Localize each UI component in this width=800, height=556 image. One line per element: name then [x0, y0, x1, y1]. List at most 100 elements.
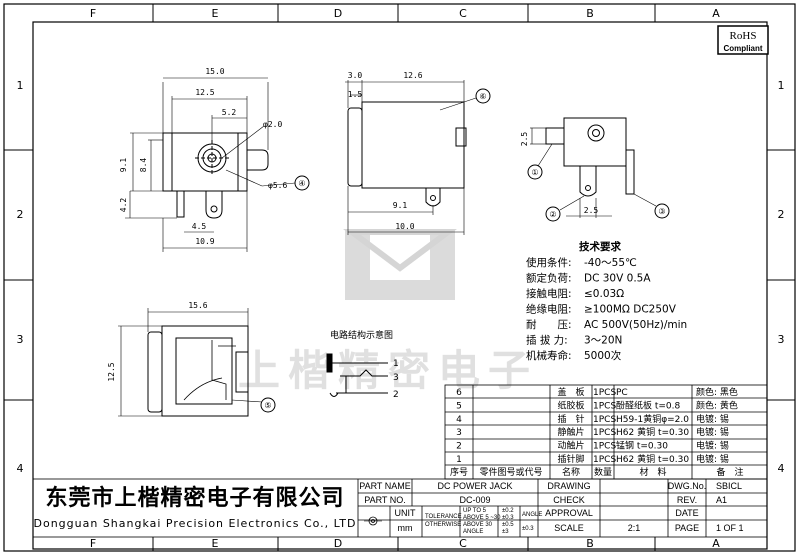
zone-col-d: D: [334, 7, 342, 20]
dim-front-hole-height: 8.4: [139, 158, 148, 173]
tb-unit-label: UNIT: [395, 508, 416, 518]
tb-approval-label: APPROVAL: [545, 508, 593, 518]
callout-3: ③: [658, 207, 665, 216]
zone-col-d-bottom: D: [334, 537, 342, 550]
bom-cell-no: 1: [456, 455, 462, 465]
spec-value: 3～20N: [584, 335, 622, 347]
bom-cell-qty: 1PCS: [593, 442, 616, 452]
dim-end-pin: 2.5: [584, 206, 599, 215]
dim-front-overall-width: 15.0: [205, 67, 224, 76]
bom-cell-name: 插针脚: [557, 453, 584, 465]
dim-bottom-height: 12.5: [107, 362, 116, 381]
bom-cell-note: 电镀: 锡: [696, 426, 729, 438]
callout-5: ⑤: [264, 401, 271, 410]
zone-row-1: 1: [17, 79, 24, 92]
bom-cell-note: 颜色: 黄色: [696, 399, 738, 411]
zone-row-3-right: 3: [778, 333, 785, 346]
watermark-logo: [343, 229, 457, 300]
bom-cell-no: 3: [456, 428, 462, 438]
spec-value: DC 30V 0.5A: [584, 273, 651, 285]
bom-header-part: 零件图号或代号: [479, 466, 542, 478]
outer-border: [3, 3, 796, 552]
zone-row-1-right: 1: [778, 79, 785, 92]
bom-cell-mat: 酚醛纸板 t=0.8: [616, 399, 681, 411]
tb-rev: A1: [716, 495, 727, 505]
bom-header-no: 序号: [450, 466, 468, 478]
tb-tol-val-1: ±0.2: [502, 508, 514, 514]
bom-cell-mat: PC: [616, 388, 628, 398]
company-name-cn: 东莞市上楷精密电子有限公司: [45, 485, 344, 511]
tb-page-label: PAGE: [675, 523, 699, 533]
zone-col-e-bottom: E: [212, 537, 219, 550]
zone-col-f-bottom: F: [90, 537, 96, 550]
bom-cell-note: 电镀: 锡: [696, 453, 729, 465]
spec-value: -40～55℃: [584, 257, 637, 269]
tb-tol-val-3: ±0.5: [502, 522, 514, 528]
zone-col-c: C: [459, 7, 467, 20]
bom-cell-name: 纸胶板: [557, 399, 584, 411]
bom-cell-no: 4: [456, 415, 462, 425]
side-view: [345, 80, 491, 235]
zone-col-a: A: [712, 7, 720, 20]
bom-cell-mat: H59-1黄铜φ=2.0: [616, 413, 689, 425]
zone-col-a-bottom: A: [712, 537, 720, 550]
dim-outer-diameter: φ5.6: [268, 181, 287, 190]
tb-date-label: DATE: [675, 508, 698, 518]
tb-dwg-no: SBICL: [716, 481, 742, 491]
tb-otherwise-label: OTHERWISE: [425, 522, 461, 528]
tb-tol-range-4: ANGLE: [463, 529, 483, 535]
tb-part-name-label: PART NAME: [359, 481, 411, 491]
spec-label: 机械寿命:: [526, 349, 572, 362]
spec-label: 耐 压:: [526, 318, 572, 331]
tb-tol-val-4: ±3: [502, 529, 509, 535]
tb-page: 1 OF 1: [716, 523, 744, 533]
zone-col-c-bottom: C: [459, 537, 467, 550]
dim-front-hole-offset: 5.2: [222, 108, 237, 117]
spec-value: AC 500V(50Hz)/min: [584, 319, 687, 331]
company-name-en: Dongguan Shangkai Precision Electronics …: [34, 517, 357, 530]
tb-part-name: DC POWER JACK: [437, 481, 512, 491]
bom-cell-qty: 1PCS: [593, 401, 616, 411]
zone-row-2-right: 2: [778, 208, 785, 221]
zone-col-b-bottom: B: [586, 537, 594, 550]
dim-side-pin2: 10.0: [395, 222, 414, 231]
bom-cell-no: 6: [456, 388, 462, 398]
dim-front-height: 9.1: [119, 158, 128, 173]
tb-tol-range-2: ABOVE 5 ~30: [463, 515, 501, 521]
spec-label: 插 拔 力:: [526, 334, 568, 347]
title-block: [32, 478, 768, 538]
circuit-pin-1: 1: [393, 359, 399, 369]
zone-row-4: 4: [17, 462, 24, 475]
zone-row-3: 3: [17, 333, 24, 346]
zone-col-e: E: [212, 7, 219, 20]
tb-tol-range-3: ABOVE 30: [463, 522, 493, 528]
dim-front-pin-height: 4.2: [119, 198, 128, 213]
callout-2: ②: [549, 210, 556, 219]
bom-header-name: 名称: [562, 466, 580, 478]
spec-value: 5000次: [584, 349, 622, 362]
dim-front-width: 12.5: [195, 88, 214, 97]
bom-cell-note: 颜色: 黑色: [696, 386, 738, 398]
zone-col-f: F: [90, 7, 96, 20]
zone-ticks: [4, 4, 795, 551]
circuit-title: 电路结构示意图: [330, 329, 393, 341]
tb-check-label: CHECK: [553, 495, 585, 505]
inner-border: [32, 21, 768, 550]
callout-4: ④: [298, 179, 305, 188]
tb-rev-label: REV.: [677, 495, 697, 505]
bom-cell-name: 插 针: [557, 413, 584, 425]
spec-label: 接触电阻:: [526, 287, 572, 300]
tb-angle-label: ANGLE: [522, 512, 542, 518]
circuit-schematic: [326, 353, 388, 397]
bom-cell-qty: 1PCS: [593, 388, 616, 398]
bom-cell-note: 电镀: 锡: [696, 440, 729, 452]
tb-angle-val: ±0.3: [522, 526, 534, 532]
bom-cell-mat: H62 黄铜 t=0.30: [616, 453, 689, 465]
bom-cell-qty: 1PCS: [593, 428, 616, 438]
bom-cell-note: 电镀: 锡: [696, 413, 729, 425]
dim-side-flange: 3.0: [348, 71, 363, 80]
